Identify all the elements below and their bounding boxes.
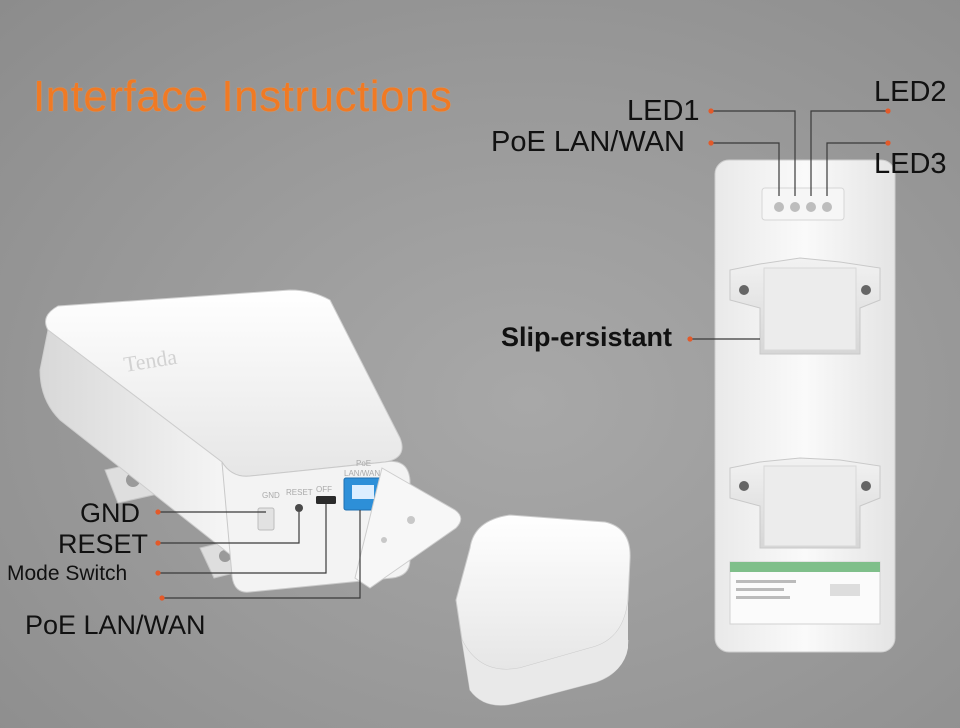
led-power-icon <box>774 202 784 212</box>
right-device <box>714 159 896 653</box>
leader-poe-bottom <box>162 510 361 599</box>
led1-icon <box>790 202 800 212</box>
leader-reset <box>158 512 300 544</box>
callout-leaders <box>158 110 888 599</box>
mode-switch-icon <box>316 496 336 504</box>
callout-gnd: GND <box>80 498 140 528</box>
reset-hole-icon <box>295 504 303 512</box>
sticker-cert-marks <box>830 584 860 596</box>
leader-led3 <box>826 142 888 196</box>
port-label-off: OFF <box>316 485 332 494</box>
callout-led2: LED2 <box>874 76 947 108</box>
callout-poe-lan-wan-top: PoE LAN/WAN <box>491 126 685 158</box>
page-title: Interface Instructions <box>33 72 453 121</box>
leader-led2 <box>810 110 888 196</box>
callout-led3: LED3 <box>874 148 947 180</box>
sticker-line <box>736 596 790 599</box>
callout-led1: LED1 <box>627 95 700 127</box>
sticker-header <box>730 562 880 572</box>
port-label-reset: RESET <box>286 488 313 497</box>
port-label-lanwan: LAN/WAN <box>344 469 380 478</box>
callout-poe-lan-wan-bottom: PoE LAN/WAN <box>25 610 206 640</box>
sticker-line <box>736 580 796 583</box>
port-label-gnd: GND <box>262 491 280 500</box>
callout-slip-resistant: Slip-ersistant <box>501 322 673 352</box>
callout-mode-switch: Mode Switch <box>7 562 128 585</box>
sticker-line <box>736 588 784 591</box>
port-cover-flap <box>354 467 462 589</box>
bracket-top <box>729 257 881 355</box>
left-device: Tenda GND RESET OFF PoE LAN/WAN <box>39 289 631 706</box>
device-side-face <box>39 329 233 558</box>
led-panel <box>761 187 845 221</box>
rj45-port-inner-icon <box>352 485 374 499</box>
leader-mode-switch <box>158 504 327 574</box>
leader-led1 <box>711 110 796 196</box>
bracket-bottom <box>729 457 881 549</box>
leader-poe-top <box>711 142 780 196</box>
cap-side <box>462 600 628 706</box>
flap-screw-icon <box>407 516 415 524</box>
flap-screw-icon <box>381 537 387 543</box>
led3-icon <box>822 202 832 212</box>
detached-cap <box>455 514 631 670</box>
port-label-poe: PoE <box>356 459 371 468</box>
gnd-screw-icon <box>257 507 275 531</box>
led2-icon <box>806 202 816 212</box>
callout-dots <box>155 108 891 601</box>
callout-reset: RESET <box>58 529 149 559</box>
